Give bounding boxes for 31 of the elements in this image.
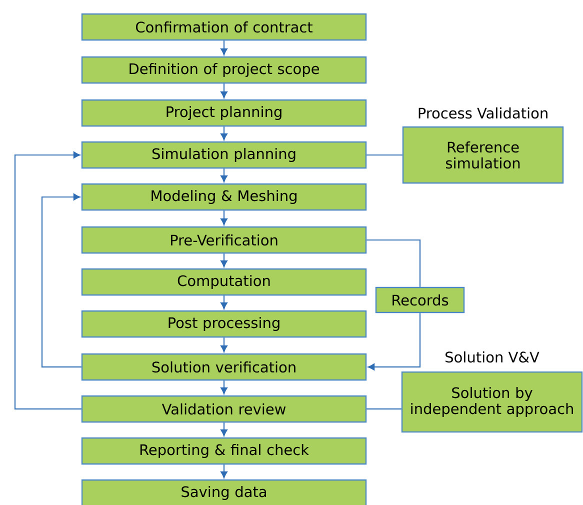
process-box: Project planning [81, 99, 367, 127]
process-box: Solution verification [81, 353, 367, 381]
arrow [220, 422, 228, 436]
heading: Process Validation [418, 107, 548, 119]
arrow [41, 194, 82, 368]
process-box: Simulation planning [81, 141, 367, 169]
arrow [220, 168, 228, 182]
process-box: Solution by independent approach [401, 371, 583, 433]
arrow [14, 152, 82, 410]
process-box: Reference simulation [402, 126, 564, 184]
process-box: Records [375, 286, 465, 314]
process-box: Saving data [81, 479, 367, 505]
process-box: Definition of project scope [81, 56, 367, 84]
arrow [220, 296, 228, 310]
process-box: Modeling & Meshing [81, 183, 367, 211]
process-box: Confirmation of contract [81, 13, 367, 41]
arrow [368, 313, 421, 370]
arrow [220, 338, 228, 352]
arrow [220, 84, 228, 98]
heading: Solution V&V [446, 351, 540, 363]
arrow [220, 464, 228, 478]
arrow [220, 254, 228, 268]
arrow [220, 210, 228, 226]
process-box: Pre-Verification [81, 226, 367, 254]
process-box: Validation review [81, 395, 367, 423]
arrow [220, 380, 228, 394]
arrow [220, 40, 228, 56]
process-box: Reporting & final check [81, 437, 367, 465]
arrow [220, 126, 228, 140]
process-box: Post processing [81, 310, 367, 338]
process-box: Computation [81, 268, 367, 296]
